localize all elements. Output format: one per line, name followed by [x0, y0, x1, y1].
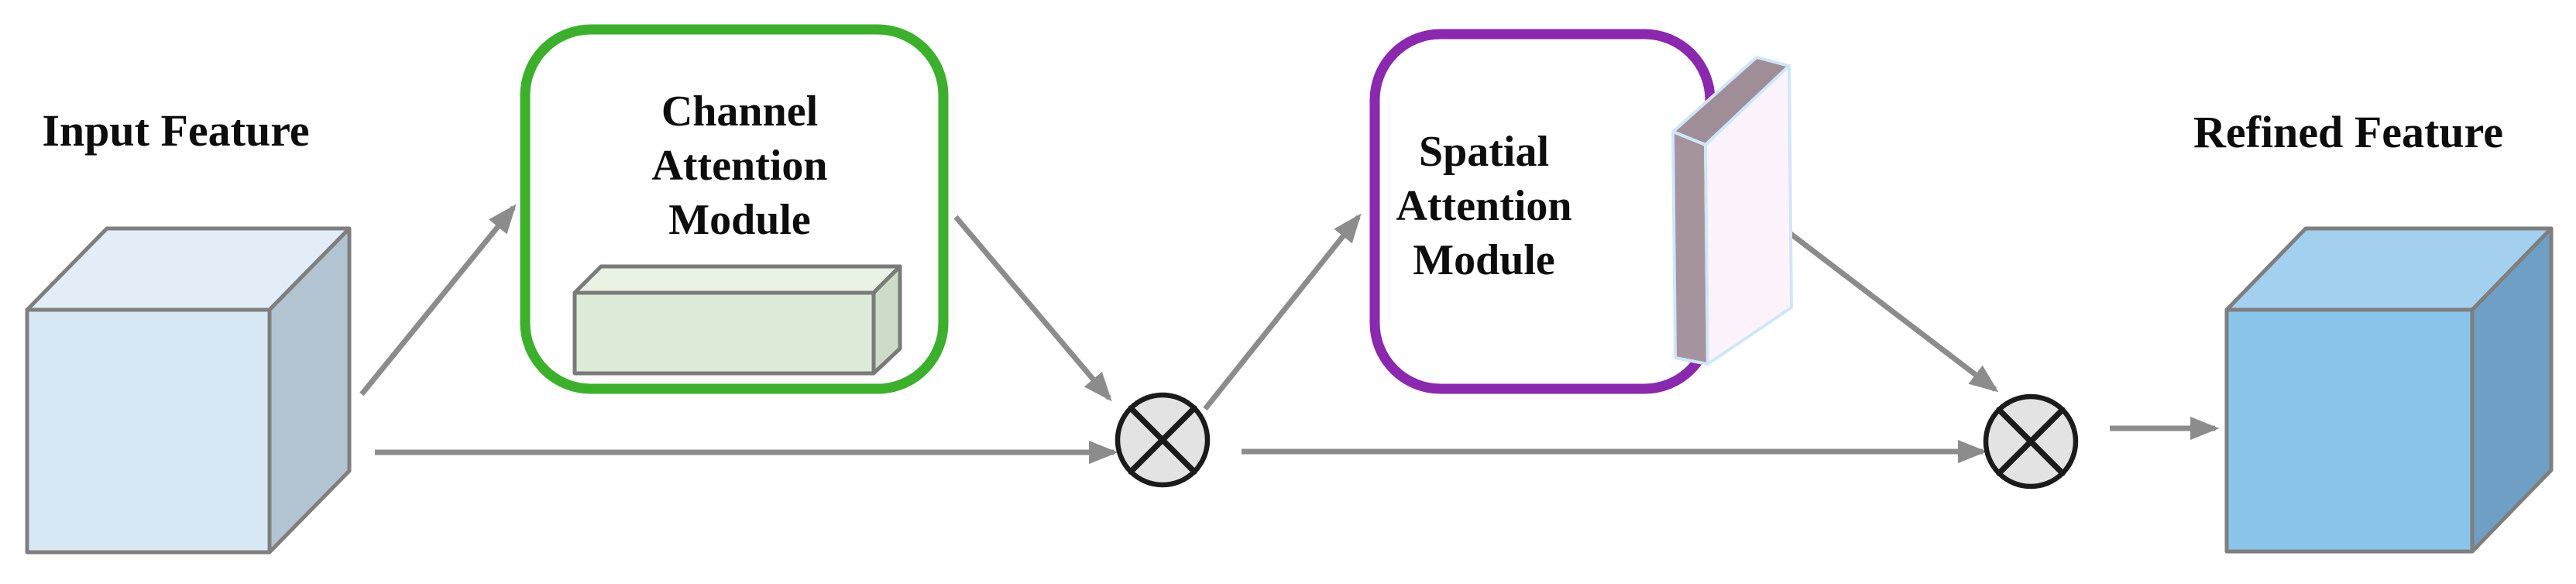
cube-face-front [2224, 307, 2475, 554]
arrow-channel-to-multiply1 [953, 215, 1112, 402]
refined-feature-cube [2224, 226, 2554, 554]
input-feature-cube [25, 226, 352, 555]
slab-face-front [572, 290, 876, 376]
multiply-cross-line [1128, 405, 1197, 475]
plate-face-side [1671, 130, 1709, 366]
channel-attention-label-line2: Attention [651, 142, 827, 190]
cube-face-front [25, 307, 272, 555]
multiply-2 [1983, 393, 2079, 490]
spatial-attention-label-line3: Module [1413, 236, 1555, 284]
multiply-1 [1115, 392, 1211, 488]
channel-attention-label-line1: Channel [661, 88, 818, 136]
channel-attention-slab [572, 264, 902, 376]
spatial-attention-plate [1671, 56, 1793, 366]
arrow-multiply1-to-spatial [1203, 213, 1362, 411]
input-feature-label: Input Feature [42, 105, 309, 156]
refined-feature-label: Refined Feature [2193, 107, 2503, 157]
spatial-attention-label-line2: Attention [1396, 182, 1571, 230]
multiply-cross-line [1996, 407, 2066, 476]
spatial-attention-label-line1: Spatial [1419, 128, 1549, 176]
slab-face-top [572, 264, 902, 295]
arrow-input-to-channel [359, 204, 517, 397]
channel-attention-label-line3: Module [668, 196, 811, 244]
plate-face-front [1704, 64, 1793, 366]
